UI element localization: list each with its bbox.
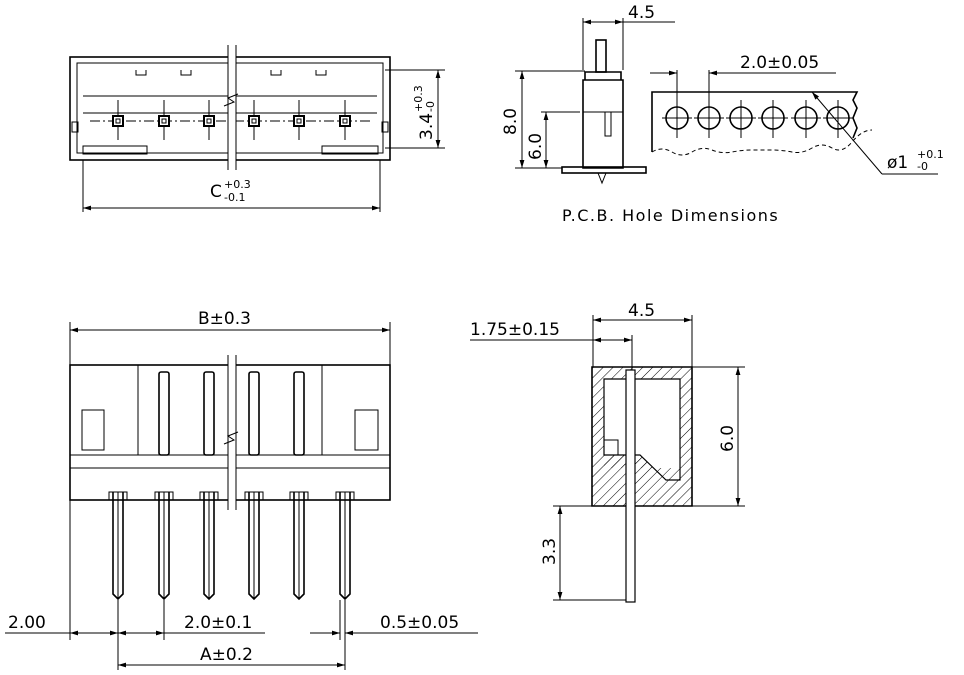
svg-text:-0.1: -0.1 [224,191,245,204]
side-view: 4.5 8.0 6.0 [501,3,675,185]
svg-text:3.4: 3.4 [417,113,437,140]
svg-text:A±0.2: A±0.2 [200,645,253,665]
svg-text:+0.1: +0.1 [917,148,944,161]
svg-text:B±0.3: B±0.3 [198,309,251,329]
top-view: C +0.3 -0.1 3.4 +0.3 -0 [69,45,445,212]
svg-text:ø1: ø1 [887,153,908,173]
svg-text:+0.3: +0.3 [412,85,425,112]
section-view: 4.5 1.75±0.15 6.0 3.3 [470,301,745,603]
svg-text:6.0: 6.0 [526,133,546,160]
svg-text:4.5: 4.5 [628,3,655,23]
svg-text:+0.3: +0.3 [224,178,251,191]
pin-square [158,100,170,140]
svg-text:6.0: 6.0 [718,425,738,452]
pcb-hole [758,100,788,138]
pcb-hole [791,100,821,138]
svg-text:8.0: 8.0 [501,108,521,135]
svg-text:2.00: 2.00 [8,613,46,633]
pin-square [293,100,305,140]
pin [244,371,264,601]
pcb-hole [694,100,724,138]
svg-text:2.0±0.05: 2.0±0.05 [740,53,819,73]
pcb-caption: P.C.B. Hole Dimensions [562,206,779,225]
pin [154,371,174,601]
pcb-hole [726,100,756,138]
svg-text:3.3: 3.3 [540,538,560,565]
svg-text:4.5: 4.5 [628,301,655,321]
pin-square [248,100,260,140]
pin-square [339,100,351,140]
pin-square [203,100,215,140]
pin [108,491,128,601]
svg-text:-0: -0 [424,101,437,112]
pcb-hole-pattern: 2.0±0.05 ø1 +0.1 -0 P.C.B. Hole Dimensio… [562,53,944,225]
pin [289,371,309,601]
svg-text:2.0±0.1: 2.0±0.1 [184,613,252,633]
pin-square [112,100,124,140]
pin [335,491,355,601]
svg-text:0.5±0.05: 0.5±0.05 [380,613,459,633]
pcb-hole [823,100,853,138]
front-view: B±0.3 2.00 2.0±0.1 0.5±0.05 A±0.2 [5,309,478,670]
pcb-hole [662,100,692,138]
c-label: C [210,182,222,202]
svg-text:-0: -0 [917,160,928,173]
svg-text:1.75±0.15: 1.75±0.15 [470,320,560,340]
pin [199,371,219,601]
